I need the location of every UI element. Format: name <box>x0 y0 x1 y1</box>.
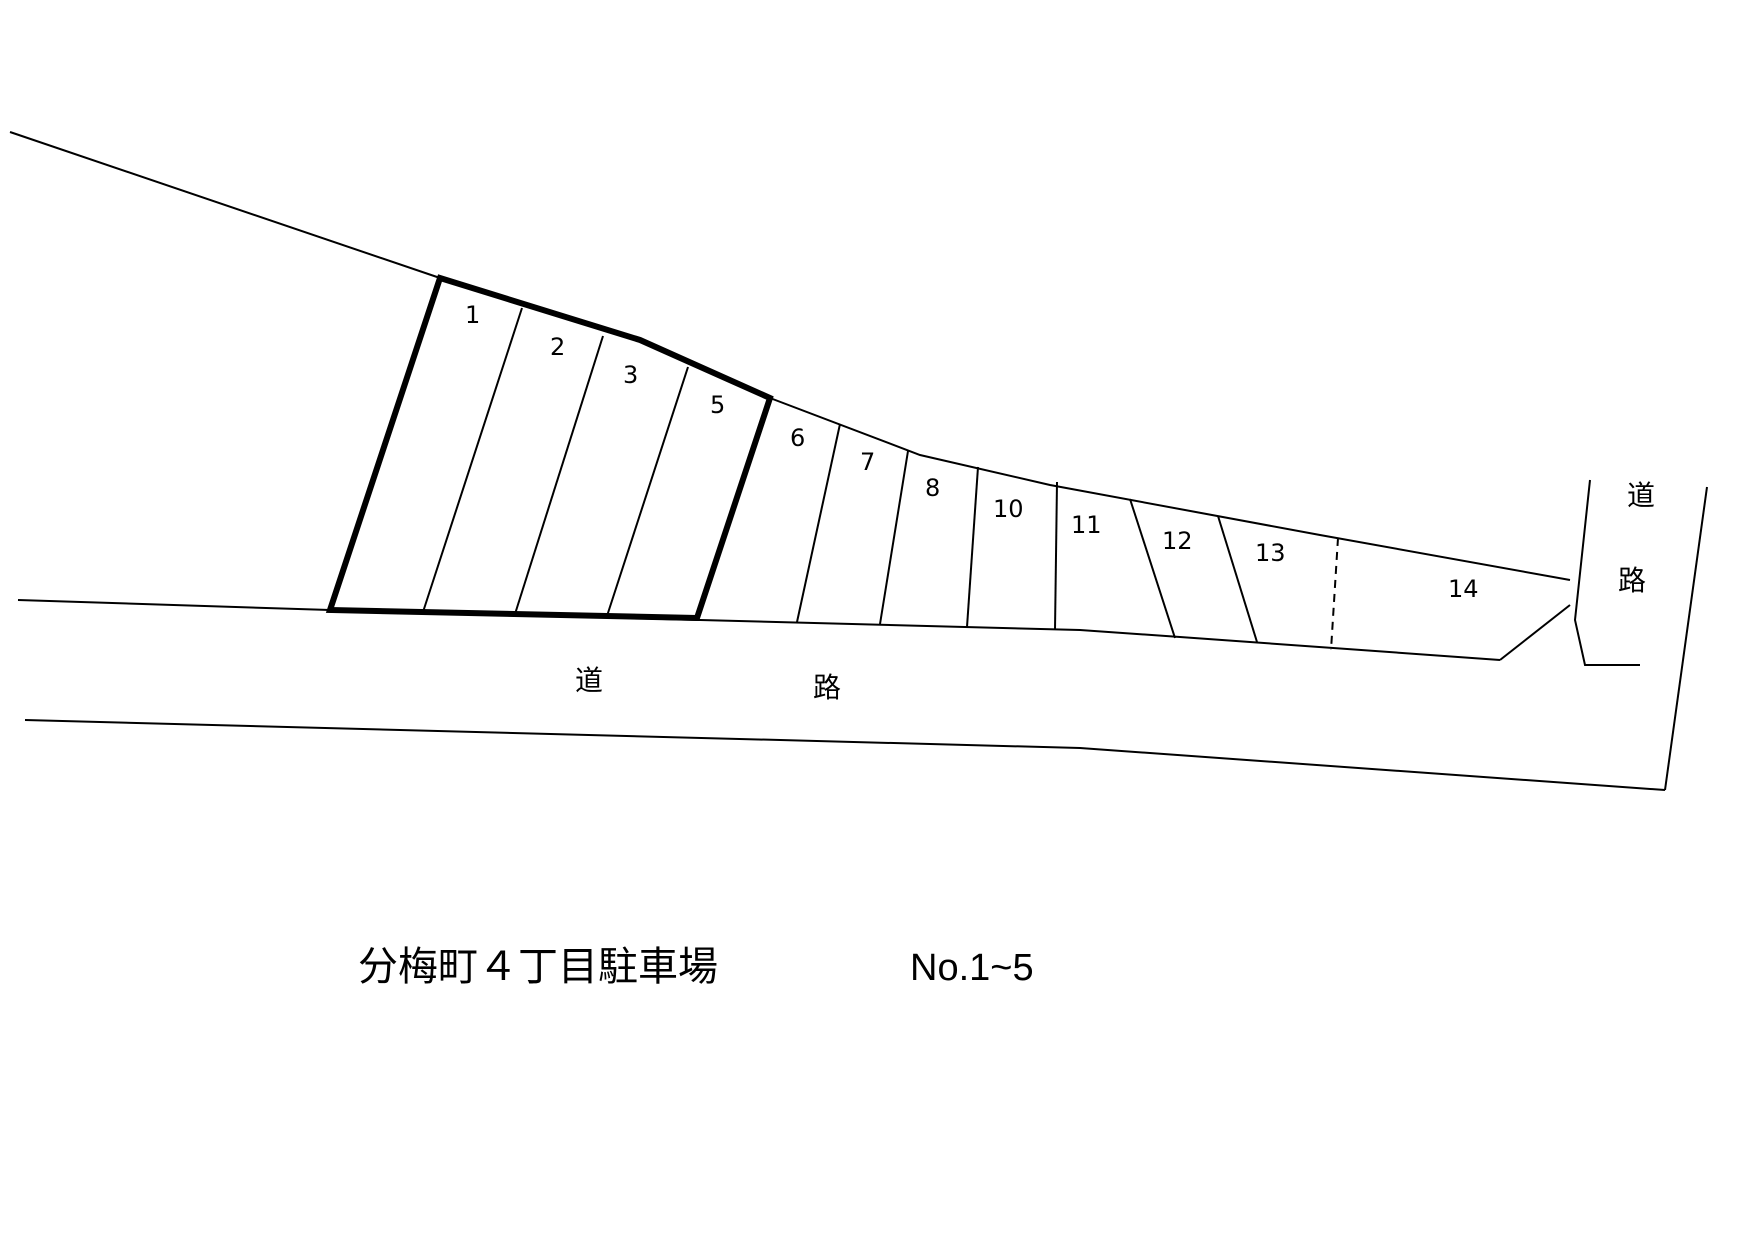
side-road-label-char-1: 道 <box>1627 479 1655 512</box>
lot-label-12: 12 <box>1162 527 1193 555</box>
stall-divider <box>422 307 523 613</box>
stall-dividers <box>422 307 1339 651</box>
stall-divider <box>606 366 689 617</box>
lot-label-11: 11 <box>1071 511 1102 539</box>
side-road-right-edge-line <box>1664 486 1708 791</box>
stall-divider <box>1217 515 1258 643</box>
side-road-label-char-2: 路 <box>1618 564 1646 597</box>
caption: 分梅町４丁目駐車場 No.1~5 <box>358 944 1034 990</box>
stall-divider <box>1129 498 1176 639</box>
side-road-left-edge-line <box>1573 479 1640 666</box>
road-labels: 道 路 道 路 <box>575 479 1655 704</box>
stall-divider <box>1054 481 1058 631</box>
stall-divider <box>514 335 604 615</box>
lot-label-10: 10 <box>993 495 1024 523</box>
lot-label-14: 14 <box>1448 575 1479 603</box>
lot-label-5: 5 <box>710 391 725 419</box>
main-road-label-char-2: 路 <box>813 671 841 704</box>
stall-divider <box>796 423 841 623</box>
stall-divider-dashed <box>1330 537 1339 651</box>
road-corner-line <box>1499 604 1571 661</box>
lot-label-2: 2 <box>550 333 565 361</box>
lot-label-6: 6 <box>790 424 805 452</box>
caption-lot-range: No.1~5 <box>910 947 1034 989</box>
lot-labels: 1 2 3 5 6 7 8 10 11 12 13 14 <box>465 301 1479 603</box>
lot-label-8: 8 <box>925 474 940 502</box>
boundary-lines <box>9 131 1708 791</box>
main-road-label-char-1: 道 <box>575 664 603 697</box>
lot-label-13: 13 <box>1255 539 1286 567</box>
lot-label-3: 3 <box>623 361 638 389</box>
caption-title: 分梅町４丁目駐車場 <box>358 944 718 990</box>
lot-label-7: 7 <box>860 448 875 476</box>
stall-divider <box>879 450 909 625</box>
highlighted-rental-block <box>325 274 774 622</box>
lot-label-1: 1 <box>465 301 480 329</box>
stall-divider <box>966 466 979 628</box>
road-upper-edge-line <box>17 599 1501 661</box>
road-lower-edge-line <box>24 719 1666 791</box>
north-boundary-line <box>9 131 1571 581</box>
